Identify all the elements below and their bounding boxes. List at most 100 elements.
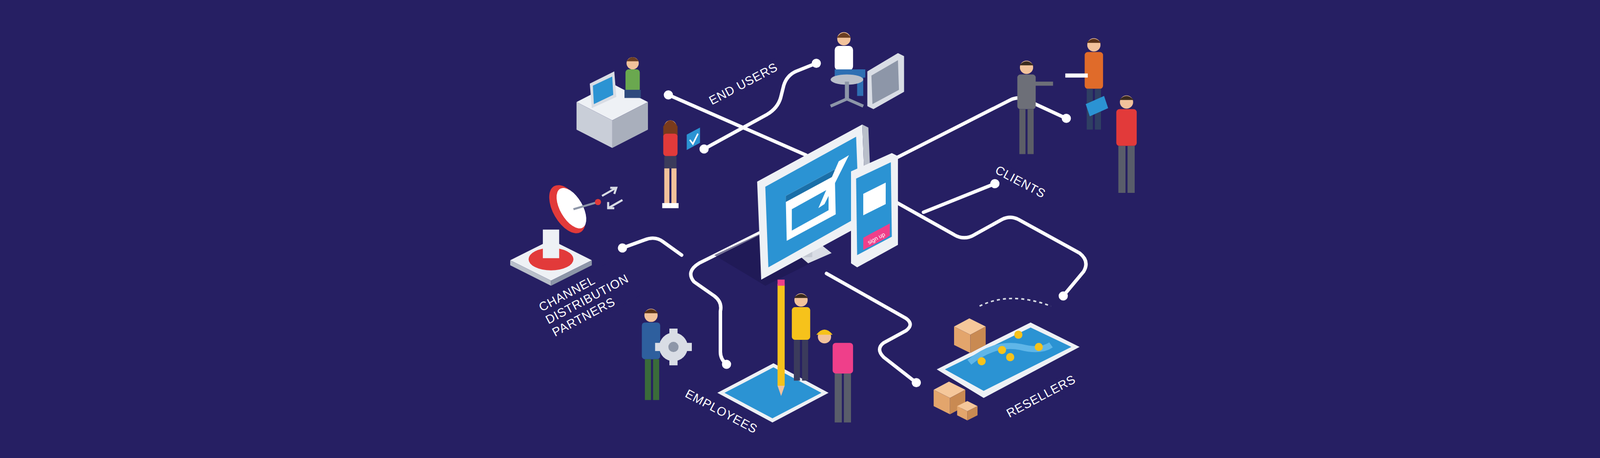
phone	[851, 152, 898, 268]
monitor-part	[785, 169, 836, 241]
desk-worker-part	[589, 71, 617, 108]
employee-gear-part	[644, 359, 652, 401]
wire-dot-part	[990, 179, 1000, 189]
wire-dot-part	[699, 144, 709, 154]
satellite-dish-part	[594, 199, 602, 206]
monitor-part	[791, 188, 829, 231]
employee-gear-part	[644, 309, 659, 313]
reseller-map-part-part	[977, 356, 986, 366]
reseller-map-part-part	[1006, 353, 1015, 362]
seated-user	[830, 32, 904, 110]
wire-dot-part	[911, 377, 921, 388]
employee-tablet-part	[777, 279, 786, 287]
wire-dot-part	[1061, 113, 1072, 124]
desk-worker-part	[592, 76, 614, 104]
employee-gear	[642, 308, 692, 400]
employee-gear-part	[653, 359, 660, 401]
employee-tablet	[717, 279, 853, 423]
wire-part	[885, 98, 1067, 164]
seated-user-part	[834, 45, 854, 71]
desk-worker-part	[626, 57, 639, 70]
employee-tablet-part	[793, 293, 809, 298]
client-man-part	[1034, 81, 1054, 86]
reseller-map	[933, 298, 1080, 421]
employee-tablet-part	[816, 329, 833, 335]
reseller-map-part	[956, 406, 968, 421]
employee-tablet-part	[832, 342, 853, 374]
phone-part	[863, 182, 886, 216]
client-man-part	[1019, 109, 1026, 155]
employee-tablet-part	[791, 307, 811, 340]
reseller-map-part	[954, 326, 971, 354]
woman-tablet-part	[663, 133, 678, 157]
button-text: sign up	[865, 230, 889, 248]
woman-tablet	[662, 120, 700, 209]
satellite-dish-part	[608, 200, 623, 209]
client-man	[1017, 38, 1138, 193]
phone-part	[855, 162, 892, 255]
woman-tablet-part	[686, 127, 701, 150]
client-man-part	[1084, 52, 1104, 89]
employee-gear-part-part	[669, 359, 678, 366]
desk-worker-part	[626, 57, 639, 62]
seated-user-part	[836, 32, 852, 38]
reseller-map-part	[979, 298, 1051, 307]
employee-tablet-part	[802, 339, 809, 381]
reseller-map-part-part	[1034, 342, 1043, 352]
group-label: END USERS	[703, 57, 784, 110]
woman-tablet-part	[671, 168, 677, 206]
desk-worker-part	[625, 69, 640, 92]
group-label: EMPLOYEES	[680, 383, 764, 438]
monitor	[714, 124, 873, 286]
woman-tablet-part	[689, 133, 699, 145]
employee-tablet-part	[793, 339, 801, 381]
wire	[622, 63, 1086, 383]
desk-worker-part	[576, 102, 613, 148]
group-label: CLIENTS	[989, 160, 1051, 203]
desk-worker-part	[624, 89, 641, 99]
wire-dot-part	[722, 359, 732, 370]
group-label: CHANNEL DISTRIBUTION PARTNERS	[533, 256, 641, 342]
wire-part	[622, 238, 682, 256]
reseller-map-part	[977, 330, 1043, 366]
employee-gear-part-part	[669, 328, 678, 335]
wire-part	[895, 202, 1086, 296]
desk-worker-part	[612, 102, 648, 148]
woman-tablet-part	[664, 156, 677, 169]
monitor-part	[765, 136, 859, 268]
reseller-map-part	[967, 406, 978, 421]
monitor-part	[818, 155, 850, 209]
satellite-dish-part	[573, 202, 599, 210]
client-man-part	[1118, 145, 1126, 193]
seated-user-part	[867, 53, 904, 110]
client-man-part	[1017, 74, 1037, 110]
reseller-map-part	[933, 389, 950, 415]
group-label: RESELLERS	[1000, 369, 1081, 423]
client-man-part	[1086, 38, 1102, 43]
satellite-dish-part	[541, 179, 593, 240]
wire-dot-part	[617, 243, 627, 253]
woman-tablet-part	[662, 203, 671, 208]
phone-part	[863, 223, 890, 250]
wire-dot-part	[663, 90, 673, 100]
client-man-part	[1127, 145, 1135, 193]
client-man-part	[1116, 109, 1137, 146]
wire-part	[826, 273, 917, 383]
employee-tablet-part	[777, 385, 786, 396]
satellite-dish-part	[550, 183, 593, 234]
client-man-part	[1085, 95, 1109, 117]
employee-tablet-part	[777, 283, 786, 386]
employee-gear-part-part	[685, 342, 692, 352]
seated-user-part	[871, 60, 899, 104]
client-man-part	[1065, 73, 1088, 78]
woman-tablet-part	[670, 203, 679, 208]
employee-gear-part	[668, 341, 679, 353]
satellite-dish-part	[602, 187, 617, 197]
wire-dot-part	[811, 58, 822, 68]
employee-gear-part	[659, 332, 688, 362]
scene	[510, 32, 1137, 423]
seated-user-part	[830, 99, 864, 107]
